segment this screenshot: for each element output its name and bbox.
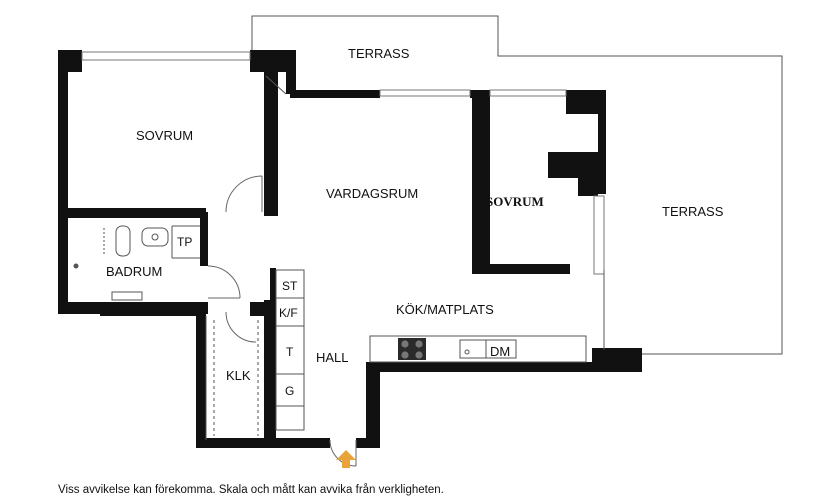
terrace-right-label: TERRASS <box>662 204 724 219</box>
drain-icon <box>73 263 79 269</box>
living-room-label: VARDAGSRUM <box>326 186 418 201</box>
sink-icon <box>141 227 169 247</box>
storage-kf-label: K/F <box>279 306 298 320</box>
bedroom-left-label: SOVRUM <box>136 128 193 143</box>
storage-column <box>275 269 305 431</box>
entrance-arrow-icon <box>336 450 356 468</box>
closet-label: KLK <box>226 368 251 383</box>
doors <box>207 175 357 467</box>
dishwasher-label: DM <box>490 344 510 359</box>
kitchen-label: KÖK/MATPLATS <box>396 302 494 317</box>
storage-g-label: G <box>285 384 294 398</box>
toilet-icon <box>115 225 131 257</box>
bathroom-label: BADRUM <box>106 264 162 279</box>
disclaimer-text: Viss avvikelse kan förekomma. Skala och … <box>58 484 444 496</box>
storage-st-label: ST <box>282 279 298 293</box>
terrace-outline <box>251 15 783 355</box>
closet-shelving <box>213 320 259 436</box>
windows <box>81 51 605 275</box>
bedroom-right-label: SOVRUM <box>486 194 544 209</box>
tp-label: TP <box>177 235 192 249</box>
towel-rail-icon <box>111 291 143 301</box>
kitchen-sink-icon <box>459 339 487 359</box>
terrace-top-label: TERRASS <box>348 46 410 61</box>
walls <box>58 50 642 448</box>
storage-t-label: T <box>286 345 294 359</box>
bathroom-fixtures <box>73 225 169 301</box>
kitchen-counter <box>369 335 587 363</box>
hall-label: HALL <box>316 350 349 365</box>
partitions <box>171 75 605 440</box>
dishwasher-box <box>485 339 517 359</box>
